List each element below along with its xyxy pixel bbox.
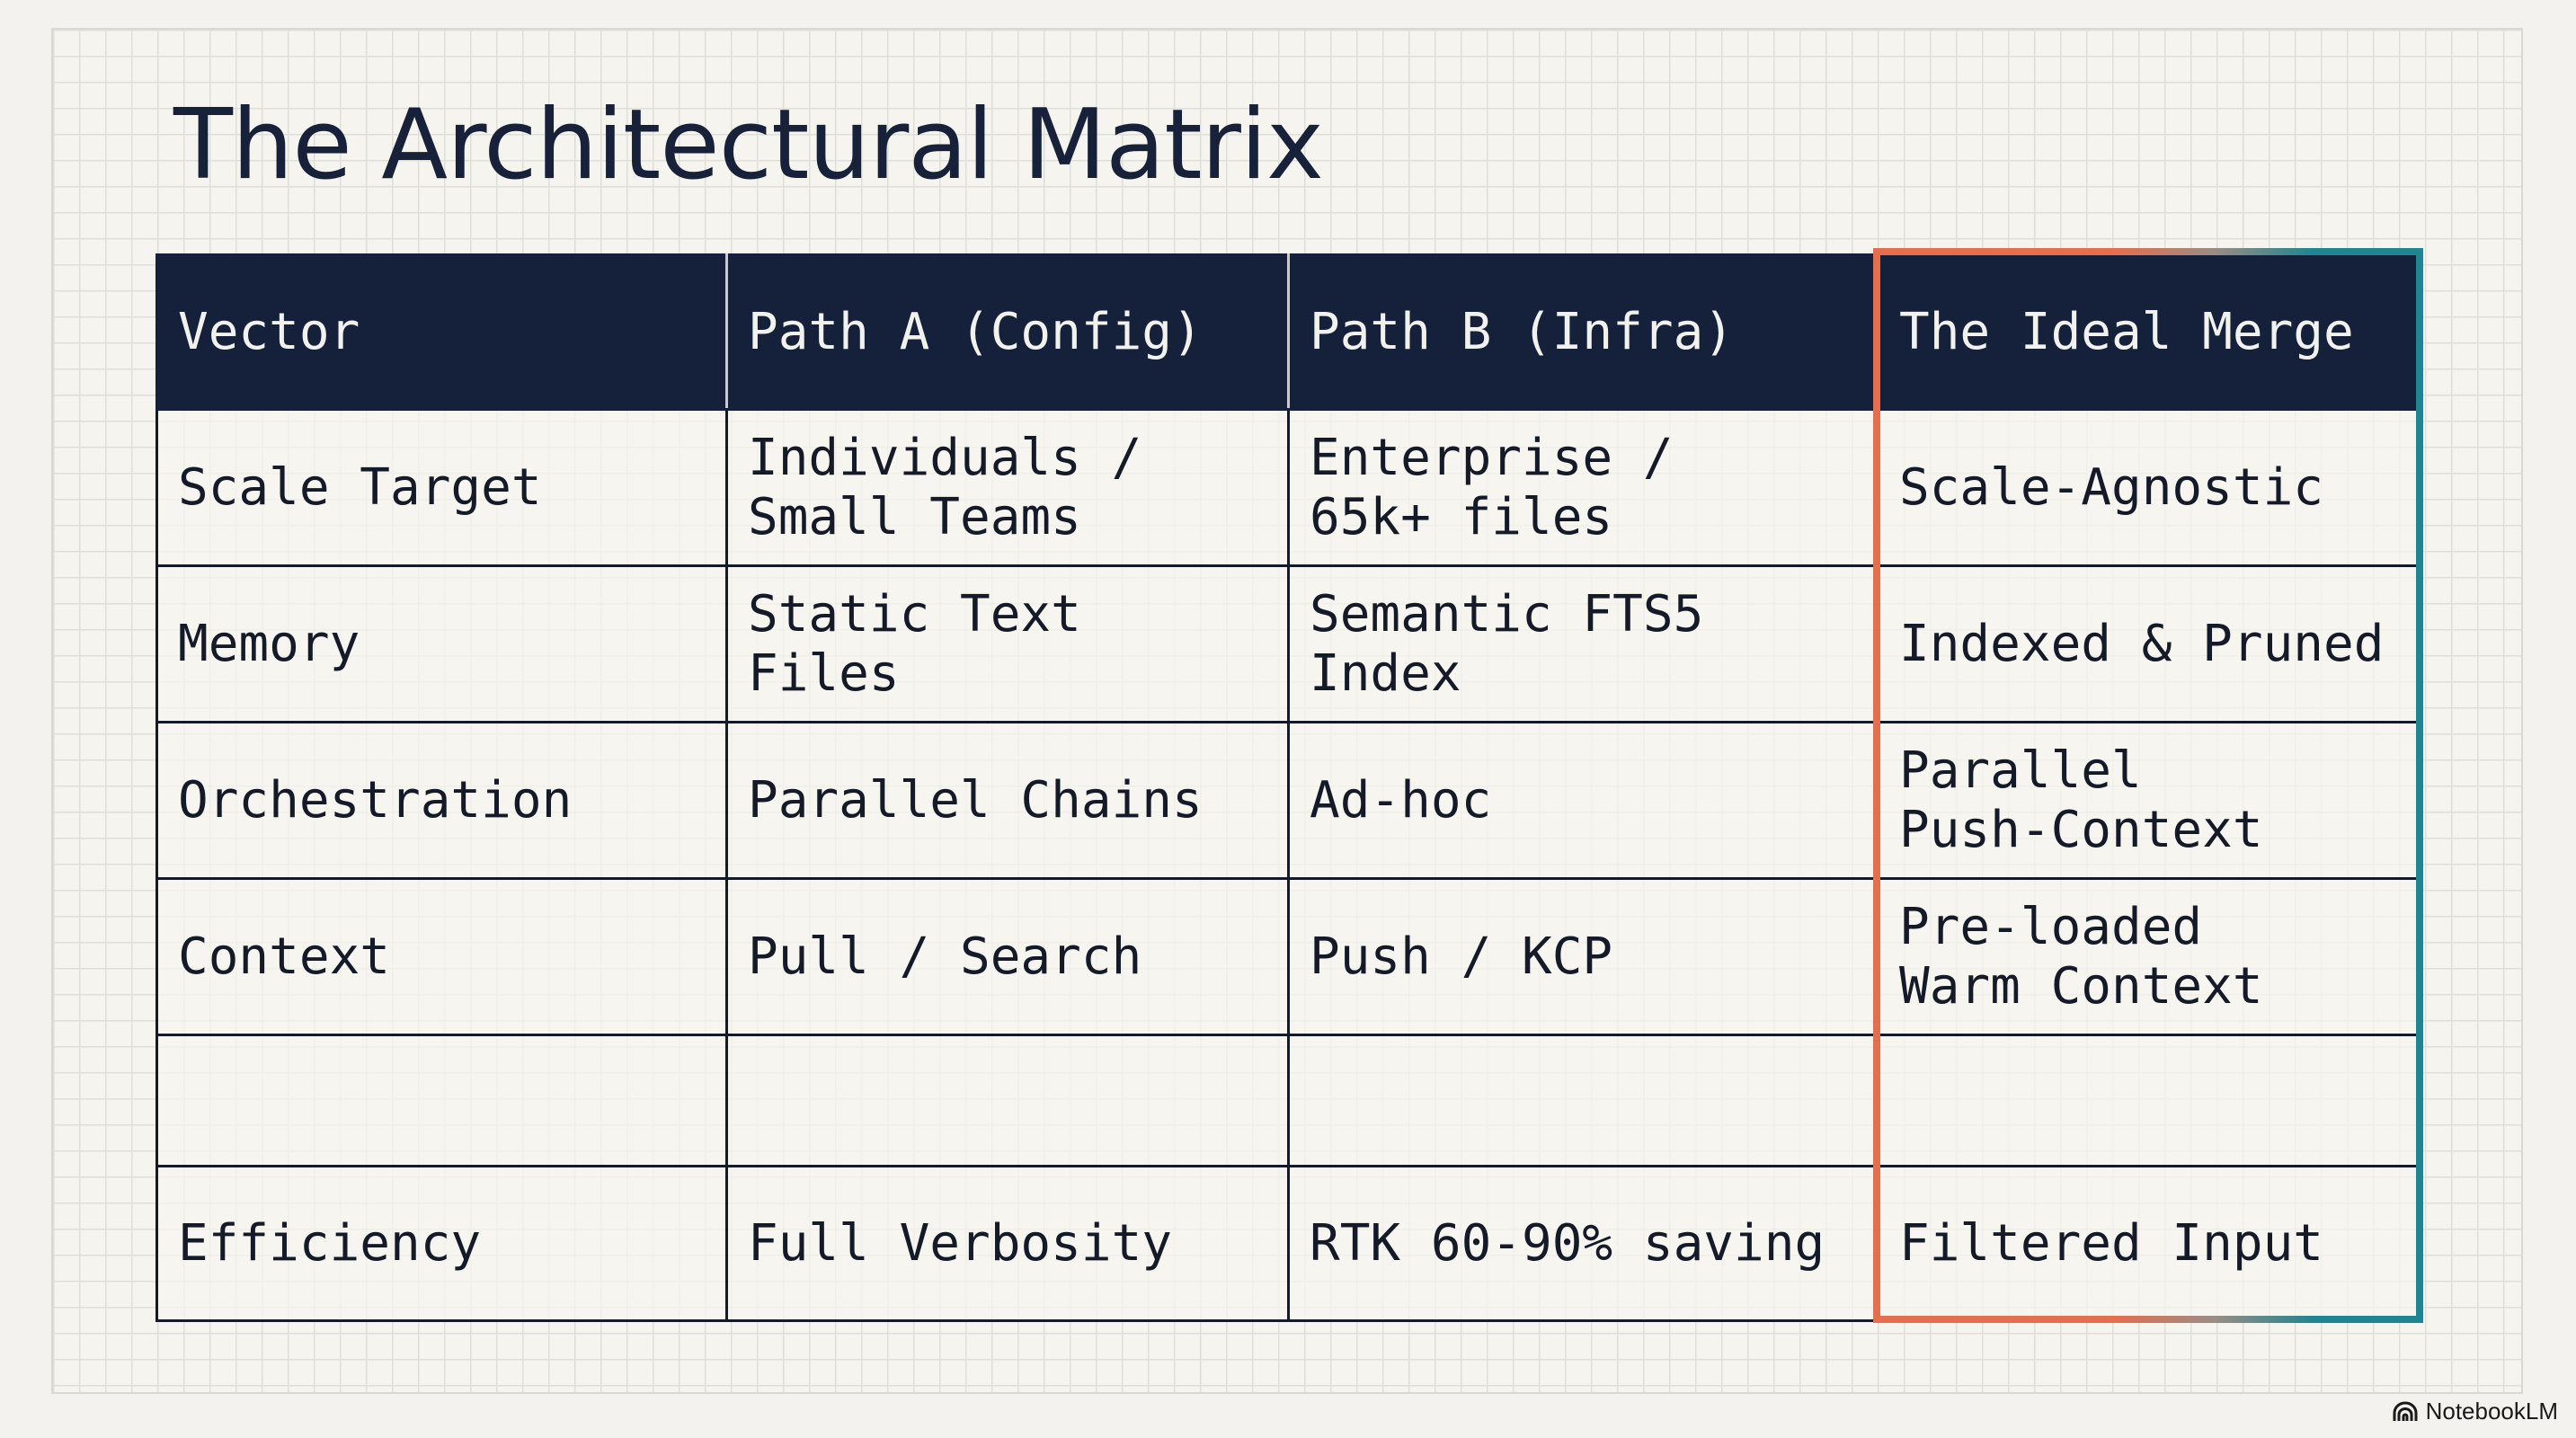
table-row: Orchestration Parallel Chains Ad-hoc Par… <box>155 721 2422 880</box>
table-cell: Pull / Search <box>725 877 1290 1036</box>
table-cell: Context <box>155 877 728 1036</box>
table-cell: Parallel Chains <box>725 721 1290 880</box>
table-cell: Efficiency <box>155 1165 728 1322</box>
table-cell: Semantic FTS5 Index <box>1287 564 1879 723</box>
header-ideal-merge: The Ideal Merge <box>1877 253 2422 411</box>
table-cell: Ad-hoc <box>1287 721 1879 880</box>
table-cell: Push / KCP <box>1287 877 1879 1036</box>
slide-title: The Architectural Matrix <box>173 89 1324 201</box>
notebooklm-watermark: NotebookLM <box>2392 1398 2558 1425</box>
table-row-empty <box>155 1034 2422 1167</box>
table-cell <box>725 1034 1290 1167</box>
table-cell <box>1287 1034 1879 1167</box>
table-cell <box>155 1034 728 1167</box>
table-cell: Pre-loaded Warm Context <box>1877 877 2422 1036</box>
brand-name: NotebookLM <box>2425 1398 2558 1425</box>
table-header-row: Vector Path A (Config) Path B (Infra) Th… <box>155 253 2422 411</box>
table-row: Memory Static Text Files Semantic FTS5 I… <box>155 564 2422 723</box>
table-cell: Scale-Agnostic <box>1877 408 2422 567</box>
notebooklm-logo-icon <box>2392 1401 2419 1423</box>
table-cell: Full Verbosity <box>725 1165 1290 1322</box>
table-cell: Parallel Push-Context <box>1877 721 2422 880</box>
table-row: Efficiency Full Verbosity RTK 60-90% sav… <box>155 1165 2422 1322</box>
table-cell: Scale Target <box>155 408 728 567</box>
table-cell: Enterprise / 65k+ files <box>1287 408 1879 567</box>
table-cell: RTK 60-90% saving <box>1287 1165 1879 1322</box>
table-cell <box>1877 1034 2422 1167</box>
table-cell: Memory <box>155 564 728 723</box>
architecture-matrix-table: Vector Path A (Config) Path B (Infra) Th… <box>155 253 2422 1322</box>
table-row: Context Pull / Search Push / KCP Pre-loa… <box>155 877 2422 1036</box>
table-cell: Orchestration <box>155 721 728 880</box>
table-row: Scale Target Individuals / Small Teams E… <box>155 408 2422 567</box>
header-path-b: Path B (Infra) <box>1287 253 1879 411</box>
header-vector: Vector <box>155 253 728 411</box>
table-cell: Indexed & Pruned <box>1877 564 2422 723</box>
table-cell: Static Text Files <box>725 564 1290 723</box>
header-path-a: Path A (Config) <box>725 253 1290 411</box>
table-cell: Individuals / Small Teams <box>725 408 1290 567</box>
table-cell: Filtered Input <box>1877 1165 2422 1322</box>
